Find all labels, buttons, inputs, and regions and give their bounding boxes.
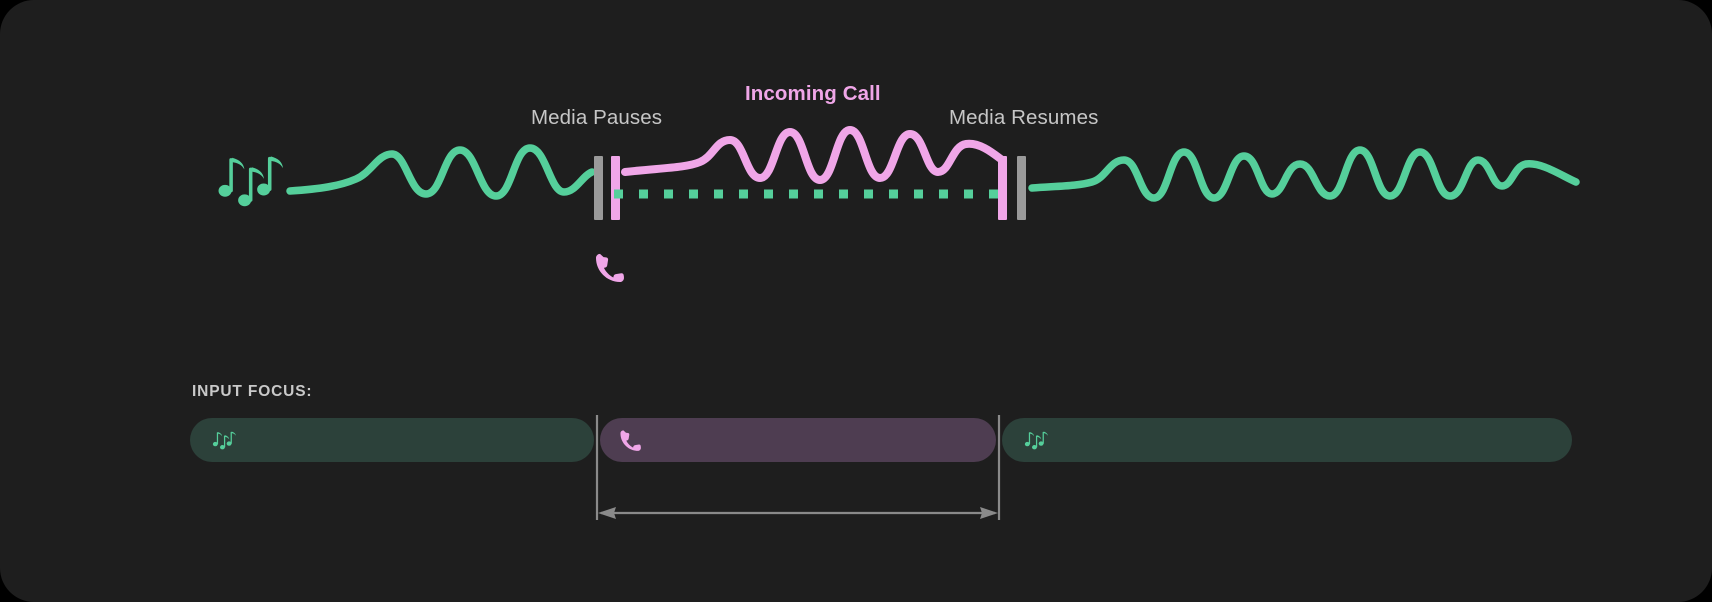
focus-bar-media-after[interactable]	[1002, 418, 1572, 462]
focus-bar-media-before[interactable]	[190, 418, 594, 462]
phone-handset-icon	[596, 253, 624, 282]
music-notes-icon	[218, 156, 283, 207]
call-waveform	[621, 126, 1006, 184]
system-override-bracket: System override	[0, 415, 1712, 530]
focus-bar-call[interactable]	[600, 418, 996, 462]
media-waveform-after	[1028, 146, 1580, 202]
resume-marker-gray	[1017, 156, 1026, 220]
media-waveform-before	[286, 144, 596, 200]
music-notes-icon	[210, 429, 236, 451]
audio-timeline: Media Pauses Incoming Call Media Resumes	[218, 82, 1580, 282]
resume-marker-pink	[998, 156, 1007, 220]
label-media-pauses: Media Pauses	[531, 106, 663, 129]
music-notes-icon	[1022, 429, 1048, 451]
label-incoming-call: Incoming Call	[745, 82, 881, 105]
override-arrow-head-left	[598, 507, 616, 519]
override-arrow-head-right	[980, 507, 998, 519]
phone-handset-icon	[620, 429, 643, 452]
input-focus-heading: INPUT FOCUS:	[192, 383, 313, 400]
input-focus-track	[0, 418, 1712, 462]
label-media-resumes: Media Resumes	[949, 106, 1099, 129]
pause-marker-gray	[594, 156, 603, 220]
pause-marker-pink	[611, 156, 620, 220]
